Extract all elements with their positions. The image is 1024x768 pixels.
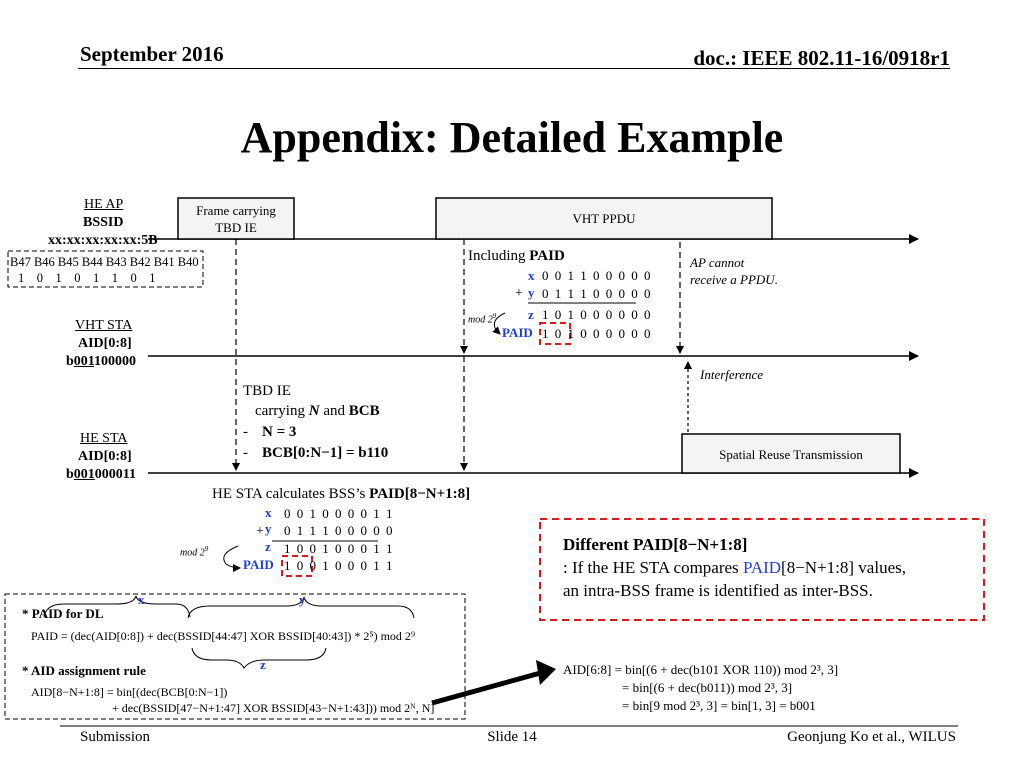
bottom-z-label: z — [265, 539, 271, 554]
he-sta-label: HE STA — [80, 431, 128, 446]
he-sta-calc-label: HE STA calculates BSS’s PAID[8−N+1:8] — [212, 486, 471, 502]
different-paid-title: Different PAID[8−N+1:8] — [563, 535, 748, 554]
rule-x-tag: x — [138, 592, 145, 607]
bottom-x-value: 0 0 1 0 0 0 0 1 1 — [284, 506, 394, 521]
bottom-paid-label: PAID — [243, 557, 274, 572]
top-z-label: z — [528, 307, 534, 322]
aid-calc-line3: = bin[9 mod 2³, 3] = bin[1, 3] = b001 — [622, 698, 816, 713]
top-y-label: y — [528, 285, 535, 300]
rule-z-tag: z — [260, 657, 266, 672]
tbd-ie-n-dash: - — [243, 424, 248, 440]
top-paid-highlight — [539, 322, 571, 345]
paid-dl-heading: * PAID for DL — [22, 606, 104, 621]
bottom-z-value: 1 0 0 1 0 0 0 1 1 — [284, 541, 394, 556]
vht-sta-aid-label: AID[0:8] — [78, 336, 132, 351]
ap-bits-header: B47 B46 B45 B44 B43 B42 B41 B40 — [10, 255, 199, 269]
top-paid-label: PAID — [502, 325, 533, 340]
tbd-ie-bcb-dash: - — [243, 445, 248, 461]
bottom-plus: + — [256, 524, 264, 539]
he-ap-bssid-value: xx:xx:xx:xx:xx:5B — [48, 233, 158, 248]
header-doc-id: doc.: IEEE 802.11-16/0918r1 — [693, 46, 950, 70]
header-date: September 2016 — [80, 42, 224, 66]
vht-sta-label: VHT STA — [75, 318, 133, 333]
he-ap-bssid-label: BSSID — [83, 215, 124, 230]
frame-box-line1: Frame carrying — [196, 203, 276, 218]
bottom-y-value: 0 1 1 1 0 0 0 0 0 — [284, 523, 394, 538]
bottom-paid-value: 1 0 0 1 0 0 0 1 1 — [284, 558, 394, 573]
top-paid-value: 1 0 1 0 0 0 0 0 0 — [542, 326, 652, 341]
footer-slide-number: Slide 14 — [487, 729, 537, 745]
bottom-paid-highlight — [281, 555, 313, 577]
interference-label: Interference — [700, 367, 764, 382]
tbd-ie-n-value: N = 3 — [262, 424, 297, 440]
ap-bits-values: 1 0 1 0 1 1 0 1 — [18, 271, 156, 285]
aid-rule-heading: * AID assignment rule — [22, 663, 146, 678]
ap-cannot-line2: receive a PPDU. — [690, 272, 778, 287]
aid-calc-line1: AID[6:8] = bin[(6 + dec(b101 XOR 110)) m… — [563, 662, 839, 677]
bottom-mod-label: mod 29 — [180, 545, 209, 559]
different-paid-line2: : If the HE STA compares PAID[8−N+1:8] v… — [563, 558, 906, 577]
footer-submission: Submission — [80, 729, 151, 745]
including-paid-label: Including PAID — [468, 248, 565, 264]
spatial-reuse-box — [681, 433, 901, 474]
vht-ppdu-box — [435, 197, 773, 240]
top-x-label: x — [528, 268, 535, 283]
tbd-ie-carrying: carrying N and BCB — [255, 403, 380, 419]
footer-author: Geonjung Ko et al., WILUS — [787, 729, 956, 745]
he-sta-aid-value: b001000011 — [66, 467, 137, 482]
ap-bits-box — [7, 250, 204, 288]
tbd-ie-title: TBD IE — [243, 383, 291, 399]
aid-rule-formula-2: + dec(BSSID[47−N+1:47] XOR BSSID[43−N+1:… — [112, 701, 435, 715]
aid-calc-line2: = bin[(6 + dec(b011)) mod 2³, 3] — [622, 680, 793, 695]
bottom-y-label: y — [265, 521, 272, 536]
vht-ppdu-label: VHT PPDU — [572, 211, 636, 226]
frame-box-line2: TBD IE — [215, 220, 257, 235]
bottom-x-label: x — [265, 505, 272, 520]
header-rule — [78, 68, 950, 69]
ap-cannot-line1: AP cannot — [690, 255, 745, 270]
he-ap-label: HE AP — [84, 197, 124, 212]
rule-y-tag: y — [299, 592, 306, 607]
he-sta-aid-label: AID[0:8] — [78, 449, 132, 464]
slide-title: Appendix: Detailed Example — [240, 113, 784, 162]
paid-dl-formula: PAID = (dec(AID[0:8]) + dec(BSSID[44:47]… — [31, 629, 416, 643]
aid-rule-formula-1: AID[8−N+1:8] = bin[(dec(BCB[0:N−1]) — [31, 685, 228, 699]
different-paid-box — [539, 518, 985, 621]
top-mod-label: mod 29 — [468, 312, 497, 326]
top-x-value: 0 0 1 1 0 0 0 0 0 — [542, 268, 652, 283]
spatial-reuse-label: Spatial Reuse Transmission — [719, 447, 863, 462]
top-plus: + — [515, 286, 523, 301]
vht-sta-aid-value: b001100000 — [66, 354, 137, 369]
rules-box — [4, 593, 466, 720]
top-y-value: 0 1 1 1 0 0 0 0 0 — [542, 286, 652, 301]
different-paid-line3: an intra-BSS frame is identified as inte… — [563, 581, 873, 600]
rule-to-calc-arrow — [431, 669, 545, 706]
tbd-ie-bcb-value: BCB[0:N−1] = b110 — [262, 445, 389, 461]
top-z-value: 1 0 1 0 0 0 0 0 0 — [542, 307, 652, 322]
